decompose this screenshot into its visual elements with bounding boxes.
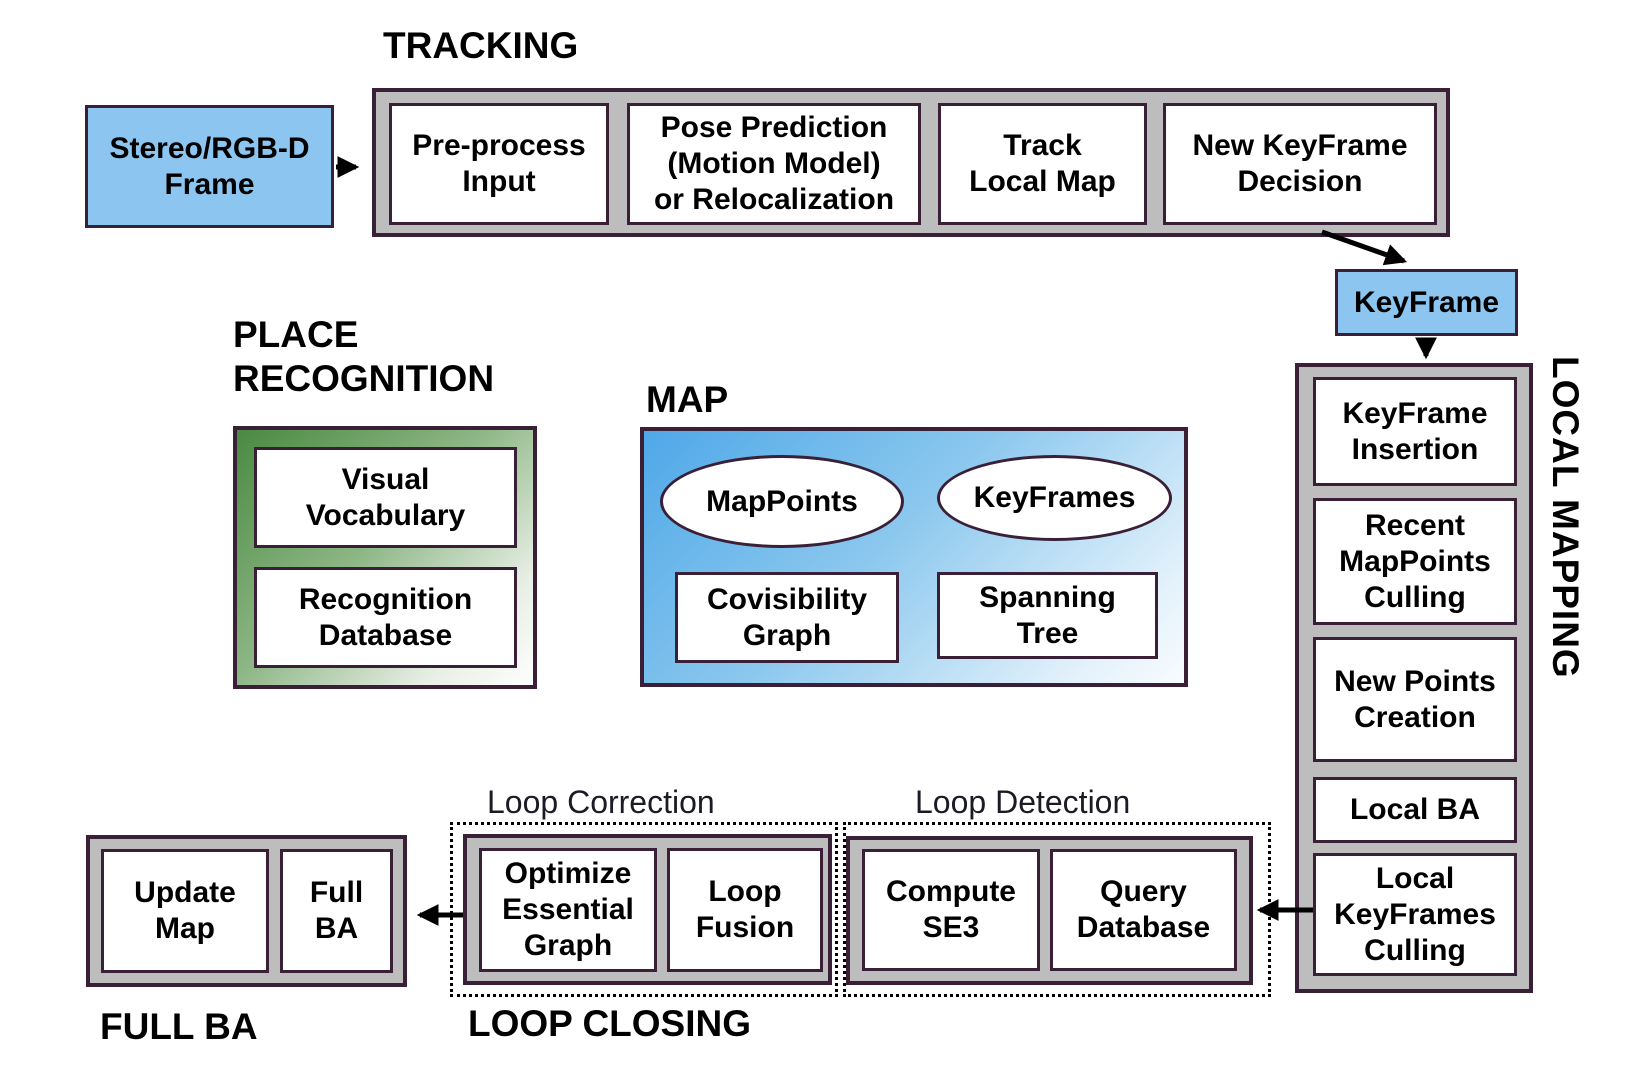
loop-closing-title: LOOP CLOSING — [468, 1003, 752, 1044]
box-local-ba: Local BA — [1313, 777, 1517, 843]
box-stereo-rgbd-frame: Stereo/RGB-D Frame — [85, 105, 334, 228]
box-loop-fusion: Loop Fusion — [667, 848, 823, 972]
box-spanning-tree: Spanning Tree — [937, 572, 1158, 659]
box-compute-se3: Compute SE3 — [862, 849, 1040, 971]
box-pose-prediction: Pose Prediction (Motion Model) or Reloca… — [627, 103, 921, 225]
box-visual-vocabulary: Visual Vocabulary — [254, 447, 517, 548]
full-ba-title: FULL BA — [100, 1006, 258, 1047]
box-new-points-creation: New Points Creation — [1313, 637, 1517, 762]
box-optimize-essential-graph: Optimize Essential Graph — [479, 848, 657, 972]
tracking-title: TRACKING — [383, 25, 579, 66]
box-local-keyframes-culling: Local KeyFrames Culling — [1313, 853, 1517, 976]
loop-correction-dotted-box — [450, 822, 838, 997]
box-full-ba: Full BA — [280, 849, 393, 973]
ellipse-keyframes: KeyFrames — [937, 455, 1172, 541]
box-update-map: Update Map — [101, 849, 269, 973]
box-recognition-database: Recognition Database — [254, 567, 517, 668]
box-new-keyframe-decision: New KeyFrame Decision — [1163, 103, 1437, 225]
box-keyframe: KeyFrame — [1335, 269, 1518, 336]
box-covisibility-graph: Covisibility Graph — [675, 572, 899, 663]
place-recognition-title: PLACE RECOGNITION — [233, 314, 495, 399]
box-pre-process-input: Pre-process Input — [389, 103, 609, 225]
box-recent-mappoints-culling: Recent MapPoints Culling — [1313, 498, 1517, 625]
map-title: MAP — [646, 379, 729, 420]
ellipse-mappoints: MapPoints — [660, 455, 904, 548]
box-track-local-map: Track Local Map — [938, 103, 1147, 225]
local-mapping-title: LOCAL MAPPING — [1545, 356, 1586, 679]
loop-detection-label: Loop Detection — [915, 784, 1131, 820]
box-keyframe-insertion: KeyFrame Insertion — [1313, 377, 1517, 486]
loop-correction-label: Loop Correction — [487, 784, 715, 820]
box-query-database: Query Database — [1050, 849, 1237, 971]
